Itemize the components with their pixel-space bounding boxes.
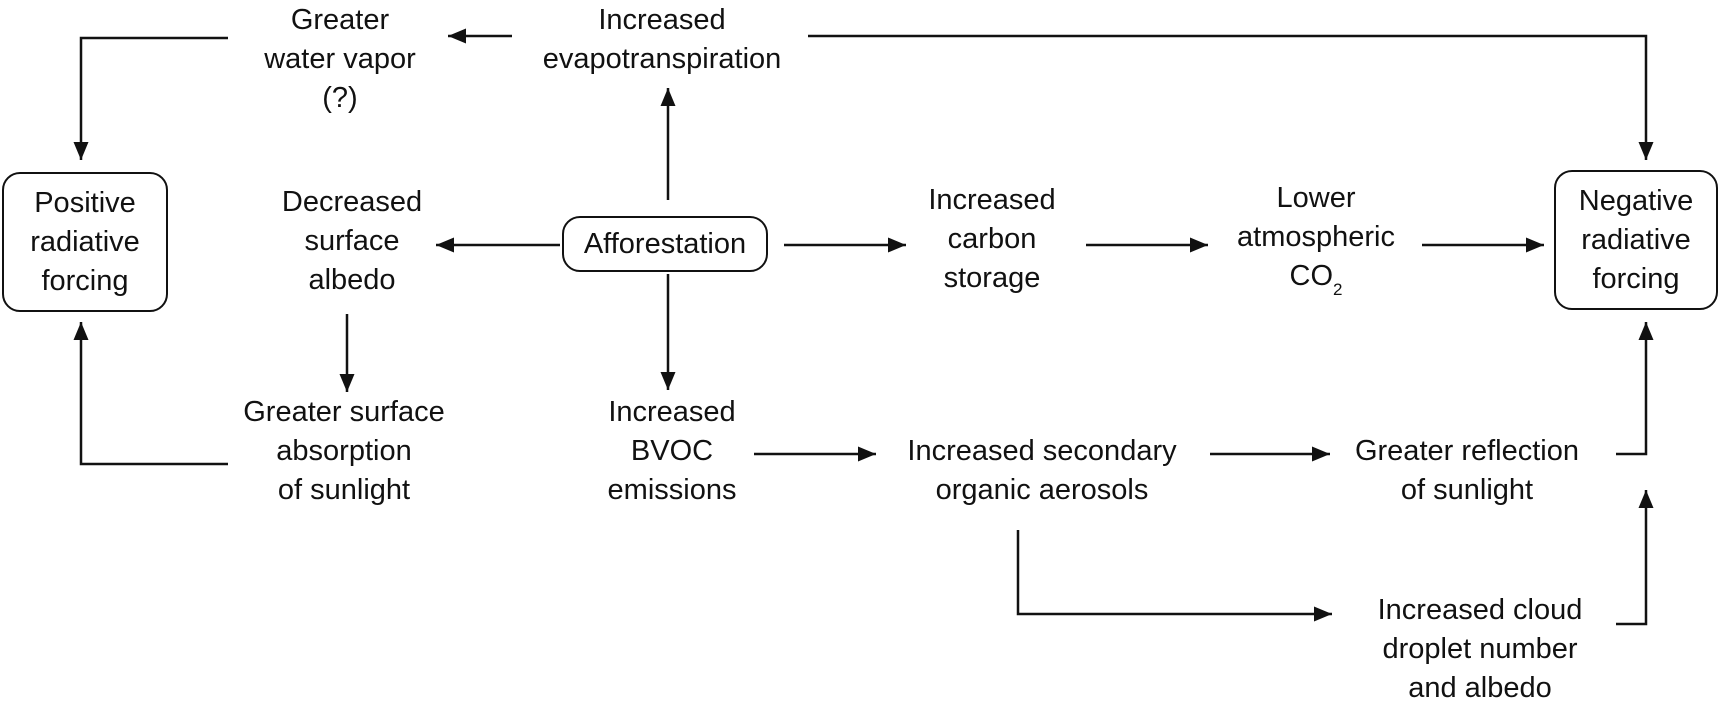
node-surface-albedo: Decreased surface albedo [252,182,452,300]
node-afforestation: Afforestation [562,216,768,272]
cloud-droplet-line-3: and albedo [1408,671,1552,704]
arrow-absorption-to-positive-forcing [73,322,228,466]
node-carbon-storage: Increased carbon storage [892,180,1092,298]
node-positive-forcing: Positive radiative forcing [2,172,168,312]
node-evapotranspiration: Increased evapotranspiration [502,0,822,80]
surface-absorption-line-1: Greater surface [243,395,445,428]
surface-albedo-line-1: Decreased [281,185,423,218]
node-water-vapor: Greater water vapor (?) [232,0,448,118]
cloud-droplet-line-1: Increased cloud [1377,593,1583,626]
bvoc-line-3: emissions [607,473,737,506]
co2-subscript: 2 [1333,280,1343,299]
evapotranspiration-line-2: evapotranspiration [542,43,782,75]
water-vapor-line-3: (?) [322,81,358,114]
lower-co2-line-3: CO2 [1290,257,1343,299]
afforestation-line-1: Afforestation [583,227,747,260]
positive-forcing-line-3: forcing [41,264,129,297]
surface-albedo-line-3: albedo [308,263,396,296]
reflection-line-1: Greater reflection [1354,435,1580,467]
water-vapor-line-2: water vapor [264,42,416,75]
arrow-reflection-to-negative-forcing [1616,322,1654,456]
surface-absorption-line-2: absorption [276,434,412,467]
node-aerosols: Increased secondary organic aerosols [872,431,1212,511]
reflection-line-2: of sunlight [1400,474,1534,506]
arrow-evapotranspiration-to-negative-forcing [808,34,1654,160]
cloud-droplet-line-2: droplet number [1382,632,1578,665]
lower-co2-line-2: atmospheric [1237,221,1395,253]
arrow-cloud-droplet-to-negative-forcing [1616,490,1654,626]
positive-forcing-line-1: Positive [34,186,136,219]
bvoc-line-2: BVOC [630,434,714,467]
positive-forcing-line-2: radiative [30,225,140,258]
node-lower-co2: Lower atmospheric CO2 [1212,180,1420,299]
negative-forcing-line-2: radiative [1581,223,1691,256]
negative-forcing-line-3: forcing [1592,262,1680,295]
aerosols-line-1: Increased secondary [907,435,1177,467]
node-negative-forcing: Negative radiative forcing [1554,170,1718,310]
evapotranspiration-line-1: Increased [598,4,726,36]
surface-albedo-line-2: surface [304,224,400,257]
carbon-storage-line-1: Increased [928,183,1056,216]
negative-forcing-line-1: Negative [1578,184,1694,217]
lower-co2-line-1: Lower [1276,182,1356,214]
node-surface-absorption: Greater surface absorption of sunlight [222,392,466,510]
arrow-aerosols-to-cloud-droplet [1016,530,1332,622]
carbon-storage-line-3: storage [943,261,1041,294]
surface-absorption-line-3: of sunlight [277,473,411,506]
node-cloud-droplet: Increased cloud droplet number and albed… [1342,590,1618,708]
arrow-water-vapor-to-positive-forcing [73,36,228,160]
node-reflection: Greater reflection of sunlight [1332,431,1602,511]
carbon-storage-line-2: carbon [947,222,1037,255]
water-vapor-line-1: Greater [290,3,390,36]
co2-formula: CO [1289,260,1334,292]
aerosols-line-2: organic aerosols [935,474,1149,506]
node-bvoc: Increased BVOC emissions [582,392,762,510]
bvoc-line-1: Increased [608,395,736,428]
